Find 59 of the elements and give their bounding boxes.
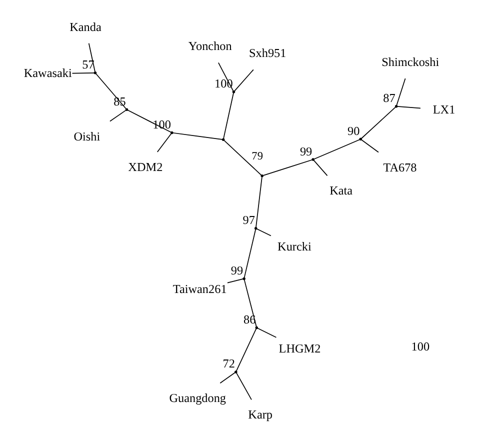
node-point bbox=[255, 326, 258, 330]
node-text: LX1 bbox=[432, 102, 456, 116]
connector bbox=[256, 176, 262, 228]
node-point bbox=[170, 131, 174, 134]
node-text: Kawasaki bbox=[24, 66, 72, 80]
node-text: Sxh951 bbox=[249, 46, 286, 60]
node-point bbox=[359, 138, 362, 141]
node-point bbox=[234, 370, 238, 374]
node-point bbox=[312, 158, 314, 161]
node-label: 99 bbox=[300, 144, 312, 158]
node-point bbox=[394, 104, 398, 108]
node-point bbox=[254, 227, 258, 230]
connector bbox=[110, 110, 126, 122]
node-label: 97 bbox=[242, 213, 255, 228]
node-point bbox=[232, 90, 236, 94]
node-text: Kurcki bbox=[278, 239, 312, 254]
node-point bbox=[125, 108, 128, 112]
node-text: TA678 bbox=[383, 160, 417, 174]
connector bbox=[257, 328, 277, 338]
connector bbox=[72, 72, 94, 74]
connector bbox=[227, 278, 244, 284]
connector bbox=[234, 69, 254, 92]
node-text: Kanda bbox=[70, 20, 102, 34]
connector bbox=[397, 106, 421, 109]
connector bbox=[361, 139, 379, 153]
connector bbox=[396, 78, 406, 106]
node-text: Yonchon bbox=[188, 39, 232, 54]
connector bbox=[236, 372, 252, 400]
connector bbox=[244, 229, 256, 278]
node-label: 90 bbox=[348, 124, 360, 138]
node-text: Guangdong bbox=[169, 391, 226, 406]
label: 100 bbox=[411, 340, 430, 354]
node-text: Kata bbox=[330, 184, 353, 198]
connector bbox=[314, 139, 360, 160]
node-text: Karp bbox=[248, 408, 273, 422]
connector bbox=[262, 159, 312, 176]
node-point bbox=[260, 174, 264, 178]
node-point bbox=[222, 138, 225, 142]
node-point bbox=[242, 277, 246, 280]
connector bbox=[224, 140, 262, 176]
node-text: XDM2 bbox=[128, 160, 163, 174]
connector bbox=[156, 133, 172, 152]
node-label: 72 bbox=[222, 356, 235, 371]
node-text: Shimckoshi bbox=[382, 54, 440, 69]
connector bbox=[236, 328, 257, 372]
node-text: Taiwan261 bbox=[172, 282, 227, 296]
node-point bbox=[94, 72, 97, 74]
connector bbox=[256, 228, 272, 236]
connector bbox=[313, 160, 328, 176]
connector bbox=[223, 92, 234, 139]
node-label: 99 bbox=[230, 263, 244, 278]
connector bbox=[95, 73, 126, 110]
node-text: Oishi bbox=[74, 129, 100, 144]
node-label: 87 bbox=[383, 91, 396, 106]
connector bbox=[220, 372, 236, 384]
edge-label: 79 bbox=[252, 150, 263, 162]
connector bbox=[361, 106, 396, 139]
node-text: LHGM2 bbox=[278, 341, 321, 356]
connector bbox=[172, 132, 222, 140]
